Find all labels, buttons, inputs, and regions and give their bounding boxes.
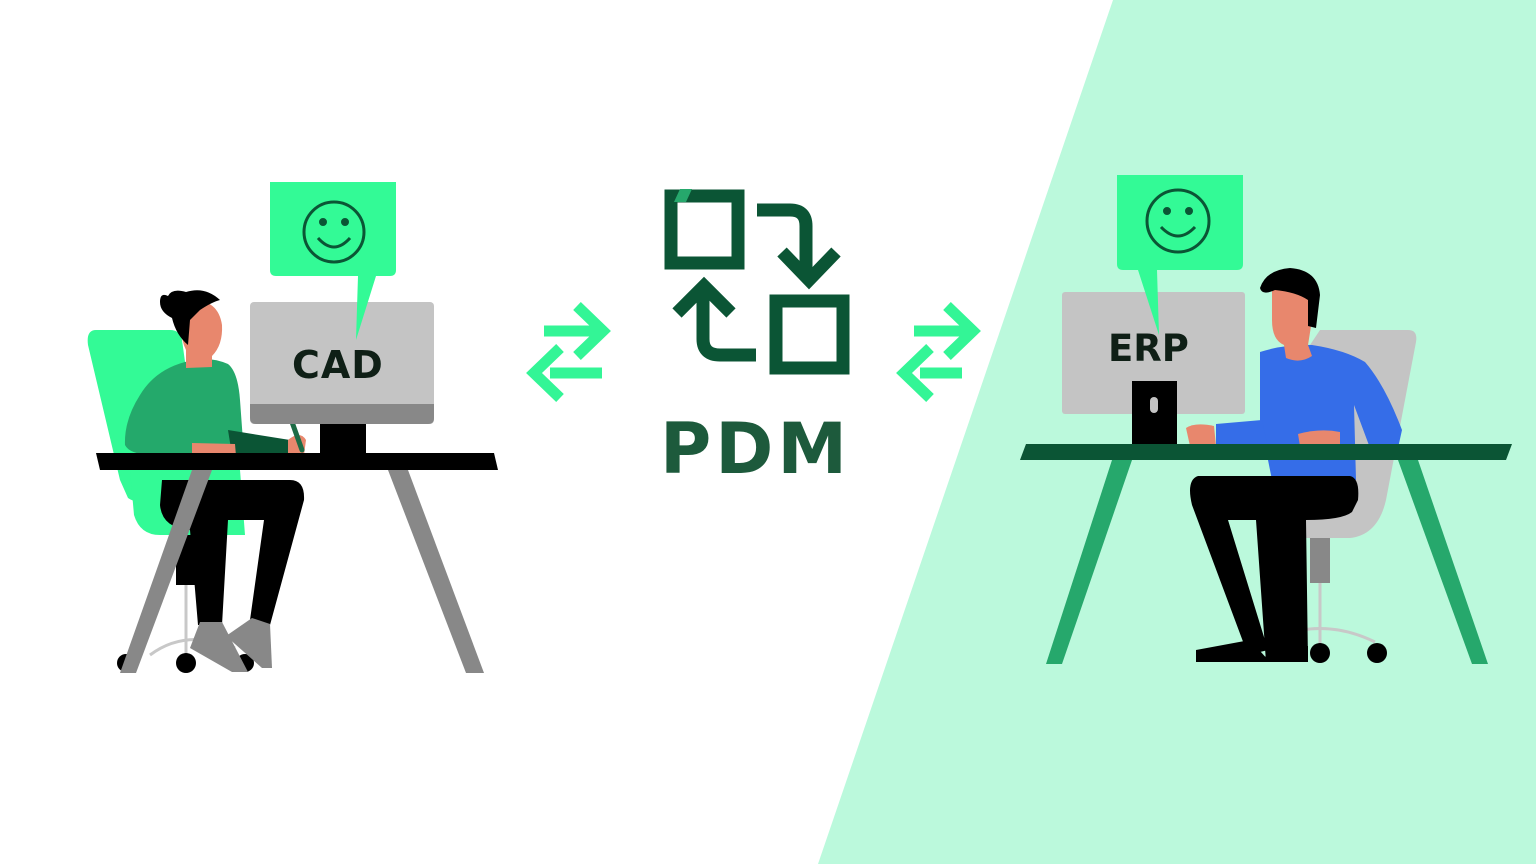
woman-hair (160, 290, 220, 345)
erp-workstation (1020, 175, 1512, 664)
chair-wheel (176, 653, 196, 673)
woman-hand (192, 443, 236, 456)
man-pants (1190, 476, 1359, 662)
pdm-label: PDM (660, 408, 852, 490)
cad-desk-top (96, 453, 498, 470)
cad-workstation (87, 182, 498, 673)
man-face (1272, 288, 1312, 361)
erp-desk-top (1020, 444, 1512, 460)
erp-monitor-screen (1062, 292, 1245, 414)
man-hand-left (1298, 430, 1340, 446)
bidirectional-arrows-icon (526, 302, 611, 402)
chair-post (1310, 538, 1330, 583)
bidirectional-arrows-icon (896, 302, 981, 402)
cad-label: CAD (292, 343, 384, 387)
woman-shoe (226, 618, 272, 668)
erp-label: ERP (1108, 327, 1189, 370)
erp-desk-leg (1398, 460, 1488, 664)
woman-pants (160, 480, 305, 625)
cad-monitor-stand (320, 424, 366, 456)
stylus-pen (289, 419, 305, 453)
man-hair (1260, 268, 1320, 328)
smiley-face-icon (1145, 188, 1211, 254)
man-arm (1216, 420, 1268, 448)
man-shoe (1262, 646, 1308, 662)
cad-monitor-bezel (250, 404, 434, 424)
cad-monitor-screen (250, 302, 434, 424)
man-hand (1186, 424, 1216, 446)
woman-shoe (190, 622, 248, 672)
woman-forearm (228, 430, 292, 458)
cad-desk-leg (388, 470, 484, 673)
woman-torso (124, 358, 244, 470)
erp-desk-leg (1046, 460, 1132, 664)
chair-wheel (1367, 643, 1387, 663)
smiley-face-icon (302, 200, 366, 264)
sync-squares-icon (664, 189, 850, 375)
cad-desk-leg (120, 470, 212, 673)
erp-monitor-stand (1132, 381, 1177, 445)
chair-wheel (1310, 643, 1330, 663)
man-shoe (1196, 640, 1270, 662)
